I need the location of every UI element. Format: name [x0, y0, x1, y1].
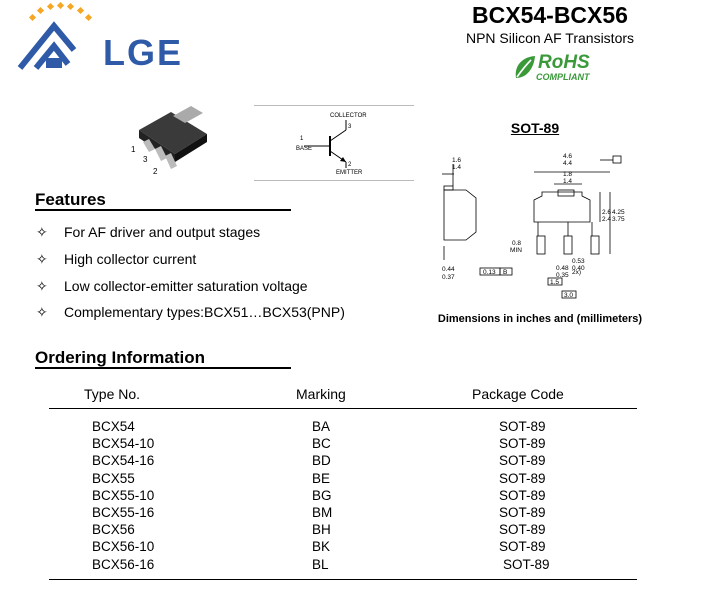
feature-item: ✧ Low collector-emitter saturation voltag… [36, 278, 308, 295]
dim-label: 4.4 [563, 160, 572, 167]
feature-text: High collector current [64, 251, 197, 267]
package-title: SOT-89 [510, 120, 560, 136]
column-header-package: Package Code [472, 386, 564, 402]
marking-cell: BE [312, 470, 331, 486]
dim-label: 1.5 [550, 279, 559, 286]
ordering-heading: Ordering Information [35, 348, 205, 367]
package-cell: SOT-89 [499, 419, 546, 434]
collector-label: COLLECTOR [330, 113, 367, 119]
package-cell: SOT-89 [503, 556, 550, 572]
marking-cell: BC [312, 436, 331, 452]
pin-label: 1 [131, 145, 136, 154]
marking-cell: BA [312, 419, 331, 434]
dim-label: 1.4 [452, 164, 461, 171]
dim-label: 1.8 [563, 171, 572, 178]
features-heading-rule [35, 209, 291, 211]
emitter-label: EMITTER [336, 170, 363, 176]
dim-label: 3.75 [612, 216, 625, 223]
dim-label: 2x) [572, 269, 581, 276]
column-header-marking: Marking [296, 386, 346, 402]
pin-label: 3 [143, 155, 148, 164]
sot89-package-image: 1 3 2 [131, 106, 207, 176]
type-cell: BCX56-16 [92, 556, 155, 572]
dim-label: 0.35 [556, 272, 569, 279]
feature-text: Complementary types:BCX51…BCX53(PNP) [64, 304, 345, 320]
marking-cell: BK [312, 539, 331, 555]
symbol-top-rule [254, 105, 414, 106]
dim-label: MIN [510, 247, 522, 254]
dim-label: 0.48 [556, 265, 569, 272]
features-heading: Features [35, 190, 106, 209]
ordering-heading-rule [35, 367, 291, 369]
logo-text: LGE [103, 32, 184, 73]
type-cell: BCX54-10 [92, 436, 155, 452]
dim-label: 0.53 [572, 258, 585, 265]
table-bottom-rule [49, 579, 637, 580]
bullet-icon: ✧ [36, 304, 48, 320]
dim-label: 2.6 [602, 209, 611, 216]
lge-logo-mark [17, 2, 93, 70]
bullet-icon: ✧ [36, 278, 48, 294]
marking-cell: BL [312, 556, 329, 572]
dim-label: 0.13 [483, 269, 496, 276]
bullet-icon: ✧ [36, 224, 48, 240]
dim-label: 4.25 [612, 209, 625, 216]
dimension-caption: Dimensions in inches and (millimeters) [437, 313, 643, 325]
feature-text: Low collector-emitter saturation voltage [64, 278, 308, 294]
dim-label: 1.6 [452, 157, 461, 164]
dim-label: 4.6 [563, 153, 572, 160]
dim-label: 0.40 [572, 265, 585, 272]
sot89-dimension-drawing: 1.6 1.4 4.6 4.4 1.8 1.4 2.6 2.4 4.25 3.7… [442, 153, 625, 299]
marking-cell: BD [312, 453, 331, 469]
npn-transistor-symbol: COLLECTOR 3 1 BASE 2 EMITTER [296, 113, 367, 176]
dim-label: 0.37 [442, 274, 455, 281]
type-cell: BCX56 [92, 522, 135, 538]
pin-emitter: 2 [348, 162, 352, 168]
column-header-type: Type No. [84, 386, 141, 402]
type-cell: BCX55-16 [92, 505, 155, 520]
dim-label: B [503, 269, 507, 276]
type-cell: BCX54-16 [92, 453, 155, 469]
table-top-rule [49, 408, 637, 409]
feature-item: ✧ High collector current [36, 251, 196, 268]
marking-cell: BG [312, 487, 332, 503]
rohs-leaf-icon [515, 56, 535, 78]
dim-label: 0.8 [512, 240, 521, 247]
type-cell: BCX54 [92, 419, 135, 434]
marking-cell: BM [312, 505, 333, 520]
type-cell: BCX55 [92, 470, 135, 486]
marking-cell: BH [312, 522, 331, 538]
package-cell: SOT-89 [499, 505, 546, 520]
package-cell: SOT-89 [499, 539, 546, 555]
pin-collector: 3 [348, 124, 352, 130]
pin-label: 2 [153, 167, 158, 176]
feature-item: ✧ For AF driver and output stages [36, 224, 260, 241]
base-label: BASE [296, 146, 312, 152]
dim-label: 1.4 [563, 178, 572, 185]
dim-label: 3.0 [564, 292, 573, 299]
page-title: BCX54-BCX56 [472, 2, 628, 28]
type-cell: BCX55-10 [92, 487, 155, 503]
package-cell: SOT-89 [499, 436, 546, 452]
dim-label: 0.44 [442, 266, 455, 273]
symbol-bottom-rule [254, 180, 414, 181]
pin-base: 1 [300, 136, 304, 142]
type-cell: BCX56-10 [92, 539, 155, 555]
feature-item: ✧ Complementary types:BCX51…BCX53(PNP) [36, 304, 345, 321]
package-cell: SOT-89 [499, 487, 546, 503]
package-cell: SOT-89 [499, 453, 546, 469]
rohs-compliant: COMPLIANT [536, 72, 590, 82]
dim-label: 2.4 [602, 216, 611, 223]
bullet-icon: ✧ [36, 251, 48, 267]
feature-text: For AF driver and output stages [64, 224, 261, 240]
package-cell: SOT-89 [499, 470, 546, 486]
package-cell: SOT-89 [499, 522, 546, 538]
page-subtitle: NPN Silicon AF Transistors [465, 30, 635, 46]
rohs-label: RoHS [538, 52, 590, 73]
